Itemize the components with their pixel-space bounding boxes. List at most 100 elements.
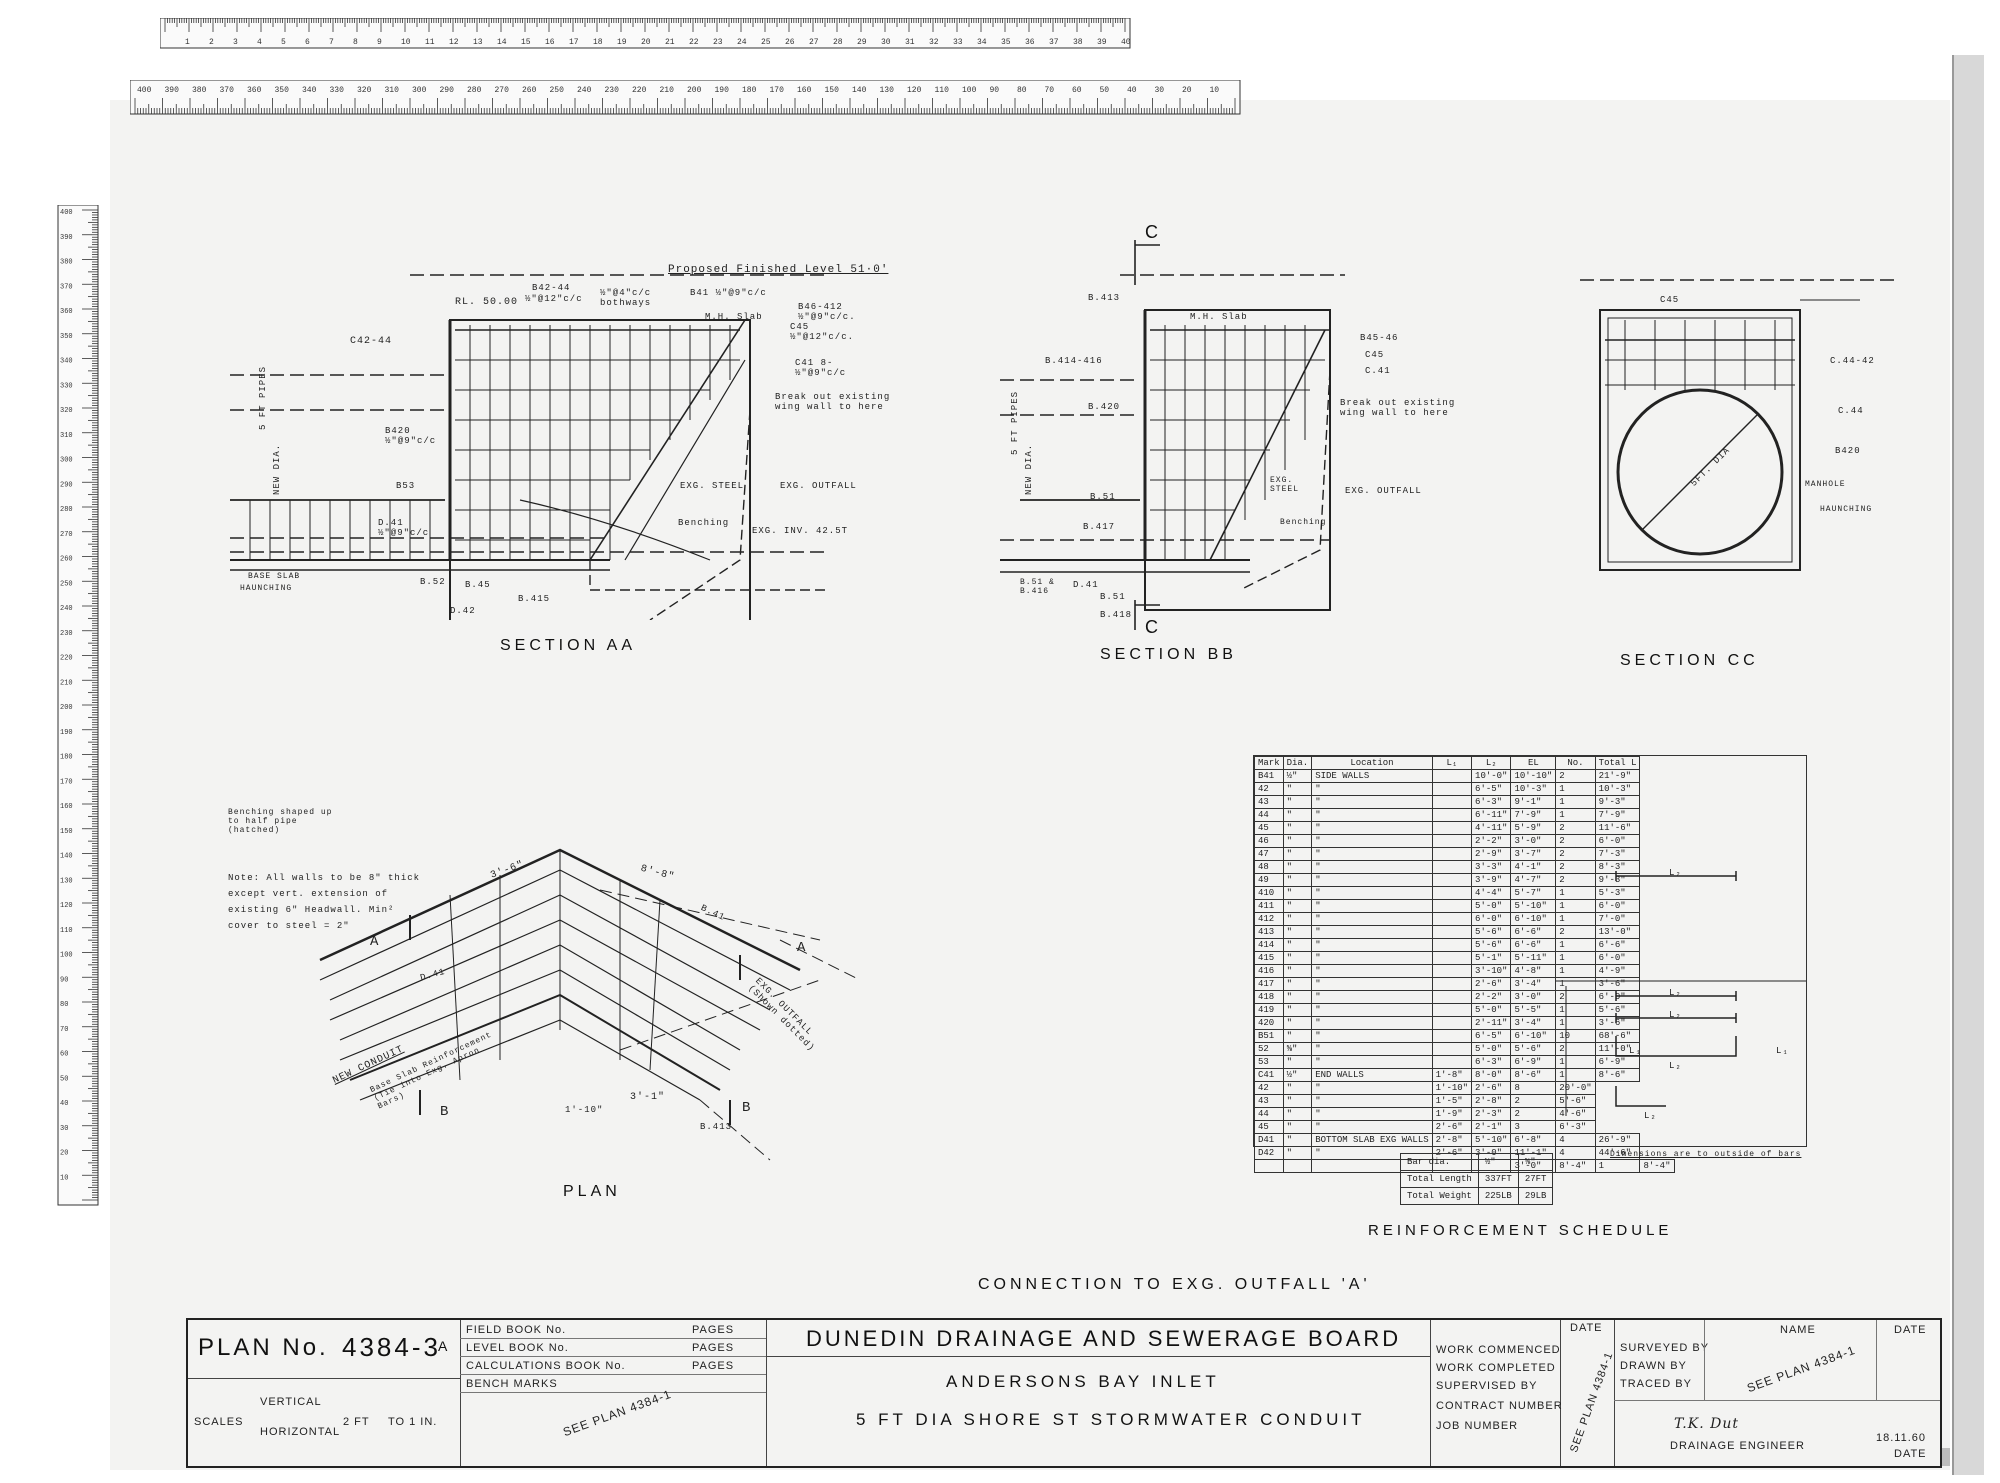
schedule-cell: 419 bbox=[1254, 1003, 1284, 1017]
schedule-cell: 26'-9" bbox=[1594, 1133, 1641, 1147]
schedule-cell bbox=[1431, 795, 1473, 809]
ruler-tick-label: 200 bbox=[60, 704, 73, 712]
aa-label: C45 ½"@12"c/c. bbox=[790, 322, 855, 342]
ruler-tick-label: 260 bbox=[522, 86, 537, 95]
schedule-cell: 9'-1" bbox=[1510, 795, 1557, 809]
ruler-tick-label: 350 bbox=[275, 86, 290, 95]
schedule-cell: 4'-1" bbox=[1510, 860, 1557, 874]
totals-cell: 337FT bbox=[1477, 1170, 1519, 1188]
schedule-cell: 6'-10" bbox=[1510, 912, 1557, 926]
schedule-cell: ½" bbox=[1282, 1068, 1313, 1082]
schedule-cell: " bbox=[1282, 938, 1313, 952]
ruler-tick-label: 220 bbox=[632, 86, 647, 95]
cc-label: HAUNCHING bbox=[1820, 505, 1873, 514]
schedule-cell: 420 bbox=[1254, 1016, 1284, 1030]
scale-vertical: VERTICAL bbox=[260, 1396, 322, 1408]
traced-by: TRACED BY bbox=[1620, 1378, 1692, 1390]
ruler-tick-label: 350 bbox=[60, 333, 73, 341]
schedule-cell bbox=[1431, 1029, 1473, 1043]
schedule-cell: " bbox=[1311, 782, 1433, 796]
job-number: JOB NUMBER bbox=[1436, 1420, 1519, 1432]
names-divider bbox=[1876, 1320, 1877, 1400]
schedule-cell: B51 bbox=[1254, 1029, 1284, 1043]
schedule-cell: 46 bbox=[1254, 834, 1284, 848]
books-dividers bbox=[460, 1374, 766, 1375]
ruler-tick-label: 18 bbox=[593, 38, 603, 47]
ruler-tick-label: 110 bbox=[935, 86, 950, 95]
schedule-cell: ⅝" bbox=[1282, 1042, 1313, 1056]
ruler-tick-label: 24 bbox=[737, 38, 747, 47]
section-cc-drawing bbox=[1580, 279, 1900, 571]
ruler-tick-label: 20 bbox=[1182, 86, 1192, 95]
ruler-tick-label: 210 bbox=[60, 679, 73, 687]
ruler-tick-label: 70 bbox=[60, 1026, 68, 1034]
bb-label: C45 bbox=[1365, 350, 1385, 360]
schedule-cell: 43 bbox=[1254, 795, 1284, 809]
schedule-cell: C41 bbox=[1254, 1068, 1284, 1082]
ruler-tick-label: 31 bbox=[905, 38, 915, 47]
schedule-cell: ½" bbox=[1282, 769, 1313, 783]
aa-label: EXG. INV. 42.5T bbox=[752, 526, 849, 536]
tb-plan-number-row: PLAN No. 4384-3 A bbox=[188, 1320, 460, 1379]
ruler-tick-label: 27 bbox=[809, 38, 819, 47]
plan-label: B bbox=[742, 1100, 752, 1116]
ruler-tick-label: 8 bbox=[353, 38, 358, 47]
schedule-cell: 5'-5" bbox=[1510, 1003, 1557, 1017]
field-book: FIELD BOOK No. bbox=[466, 1324, 567, 1336]
ruler-tick-label: 9 bbox=[377, 38, 382, 47]
books-dividers bbox=[460, 1392, 766, 1393]
ruler-tick-label: 29 bbox=[857, 38, 867, 47]
books-dividers bbox=[460, 1356, 766, 1357]
ruler-tick-label: 240 bbox=[60, 605, 73, 613]
schedule-cell: " bbox=[1282, 782, 1313, 796]
bb-section-marker-top: C bbox=[1145, 222, 1162, 242]
schedule-cell: " bbox=[1282, 886, 1313, 900]
schedule-cell: 2'-1" bbox=[1471, 1120, 1512, 1134]
schedule-cell: 2 bbox=[1510, 1094, 1557, 1108]
ruler-tick-label: 20 bbox=[60, 1150, 68, 1158]
schedule-note: Dimensions are to outside of bars bbox=[1610, 1150, 1802, 1159]
schedule-cell: 4'-7" bbox=[1510, 873, 1557, 887]
schedule-cell: " bbox=[1282, 977, 1313, 991]
schedule-cell: " bbox=[1311, 834, 1433, 848]
ruler-tick-label: 12 bbox=[449, 38, 459, 47]
schedule-header-cell: No. bbox=[1555, 756, 1596, 770]
ruler-tick-label: 13 bbox=[473, 38, 483, 47]
ruler-tick-label: 390 bbox=[165, 86, 180, 95]
aa-label: HAUNCHING bbox=[240, 584, 293, 593]
ruler-tick-label: 230 bbox=[605, 86, 620, 95]
ruler-tick-label: 330 bbox=[60, 382, 73, 390]
schedule-cell: 1'-5" bbox=[1431, 1094, 1473, 1108]
bb-label: B.417 bbox=[1083, 522, 1116, 532]
schedule-cell: 6'-11" bbox=[1471, 808, 1512, 822]
level-book: LEVEL BOOK No. bbox=[466, 1342, 569, 1354]
ruler-tick-label: 190 bbox=[715, 86, 730, 95]
scale-to: TO 1 IN. bbox=[388, 1416, 438, 1428]
section-bb-drawing bbox=[1000, 240, 1345, 630]
ruler-tick-label: 150 bbox=[60, 828, 73, 836]
ruler-tick-label: 90 bbox=[990, 86, 1000, 95]
title-block: PLAN No. 4384-3 A SCALES VERTICAL HORIZO… bbox=[186, 1318, 1942, 1468]
schedule-cell: 3'-3" bbox=[1471, 860, 1512, 874]
schedule-cell: " bbox=[1282, 951, 1313, 965]
ruler-tick-label: 240 bbox=[577, 86, 592, 95]
totals-cell: Total Weight bbox=[1400, 1187, 1479, 1205]
schedule-cell: 43 bbox=[1254, 1094, 1284, 1108]
schedule-cell: 5'-1" bbox=[1471, 951, 1512, 965]
calc-book: CALCULATIONS BOOK No. bbox=[466, 1360, 626, 1372]
cc-label: B420 bbox=[1835, 446, 1861, 456]
ruler-tick-label: 310 bbox=[385, 86, 400, 95]
totals-cell: 225LB bbox=[1477, 1187, 1519, 1205]
scale-value: 2 FT bbox=[343, 1416, 370, 1428]
bb-label: B.418 bbox=[1100, 610, 1133, 620]
bb-label: Benching bbox=[1280, 518, 1327, 527]
schedule-cell: " bbox=[1311, 1081, 1433, 1095]
schedule-cell: 3'-7" bbox=[1510, 847, 1557, 861]
work-completed: WORK COMPLETED bbox=[1436, 1362, 1556, 1374]
schedule-cell bbox=[1431, 977, 1473, 991]
